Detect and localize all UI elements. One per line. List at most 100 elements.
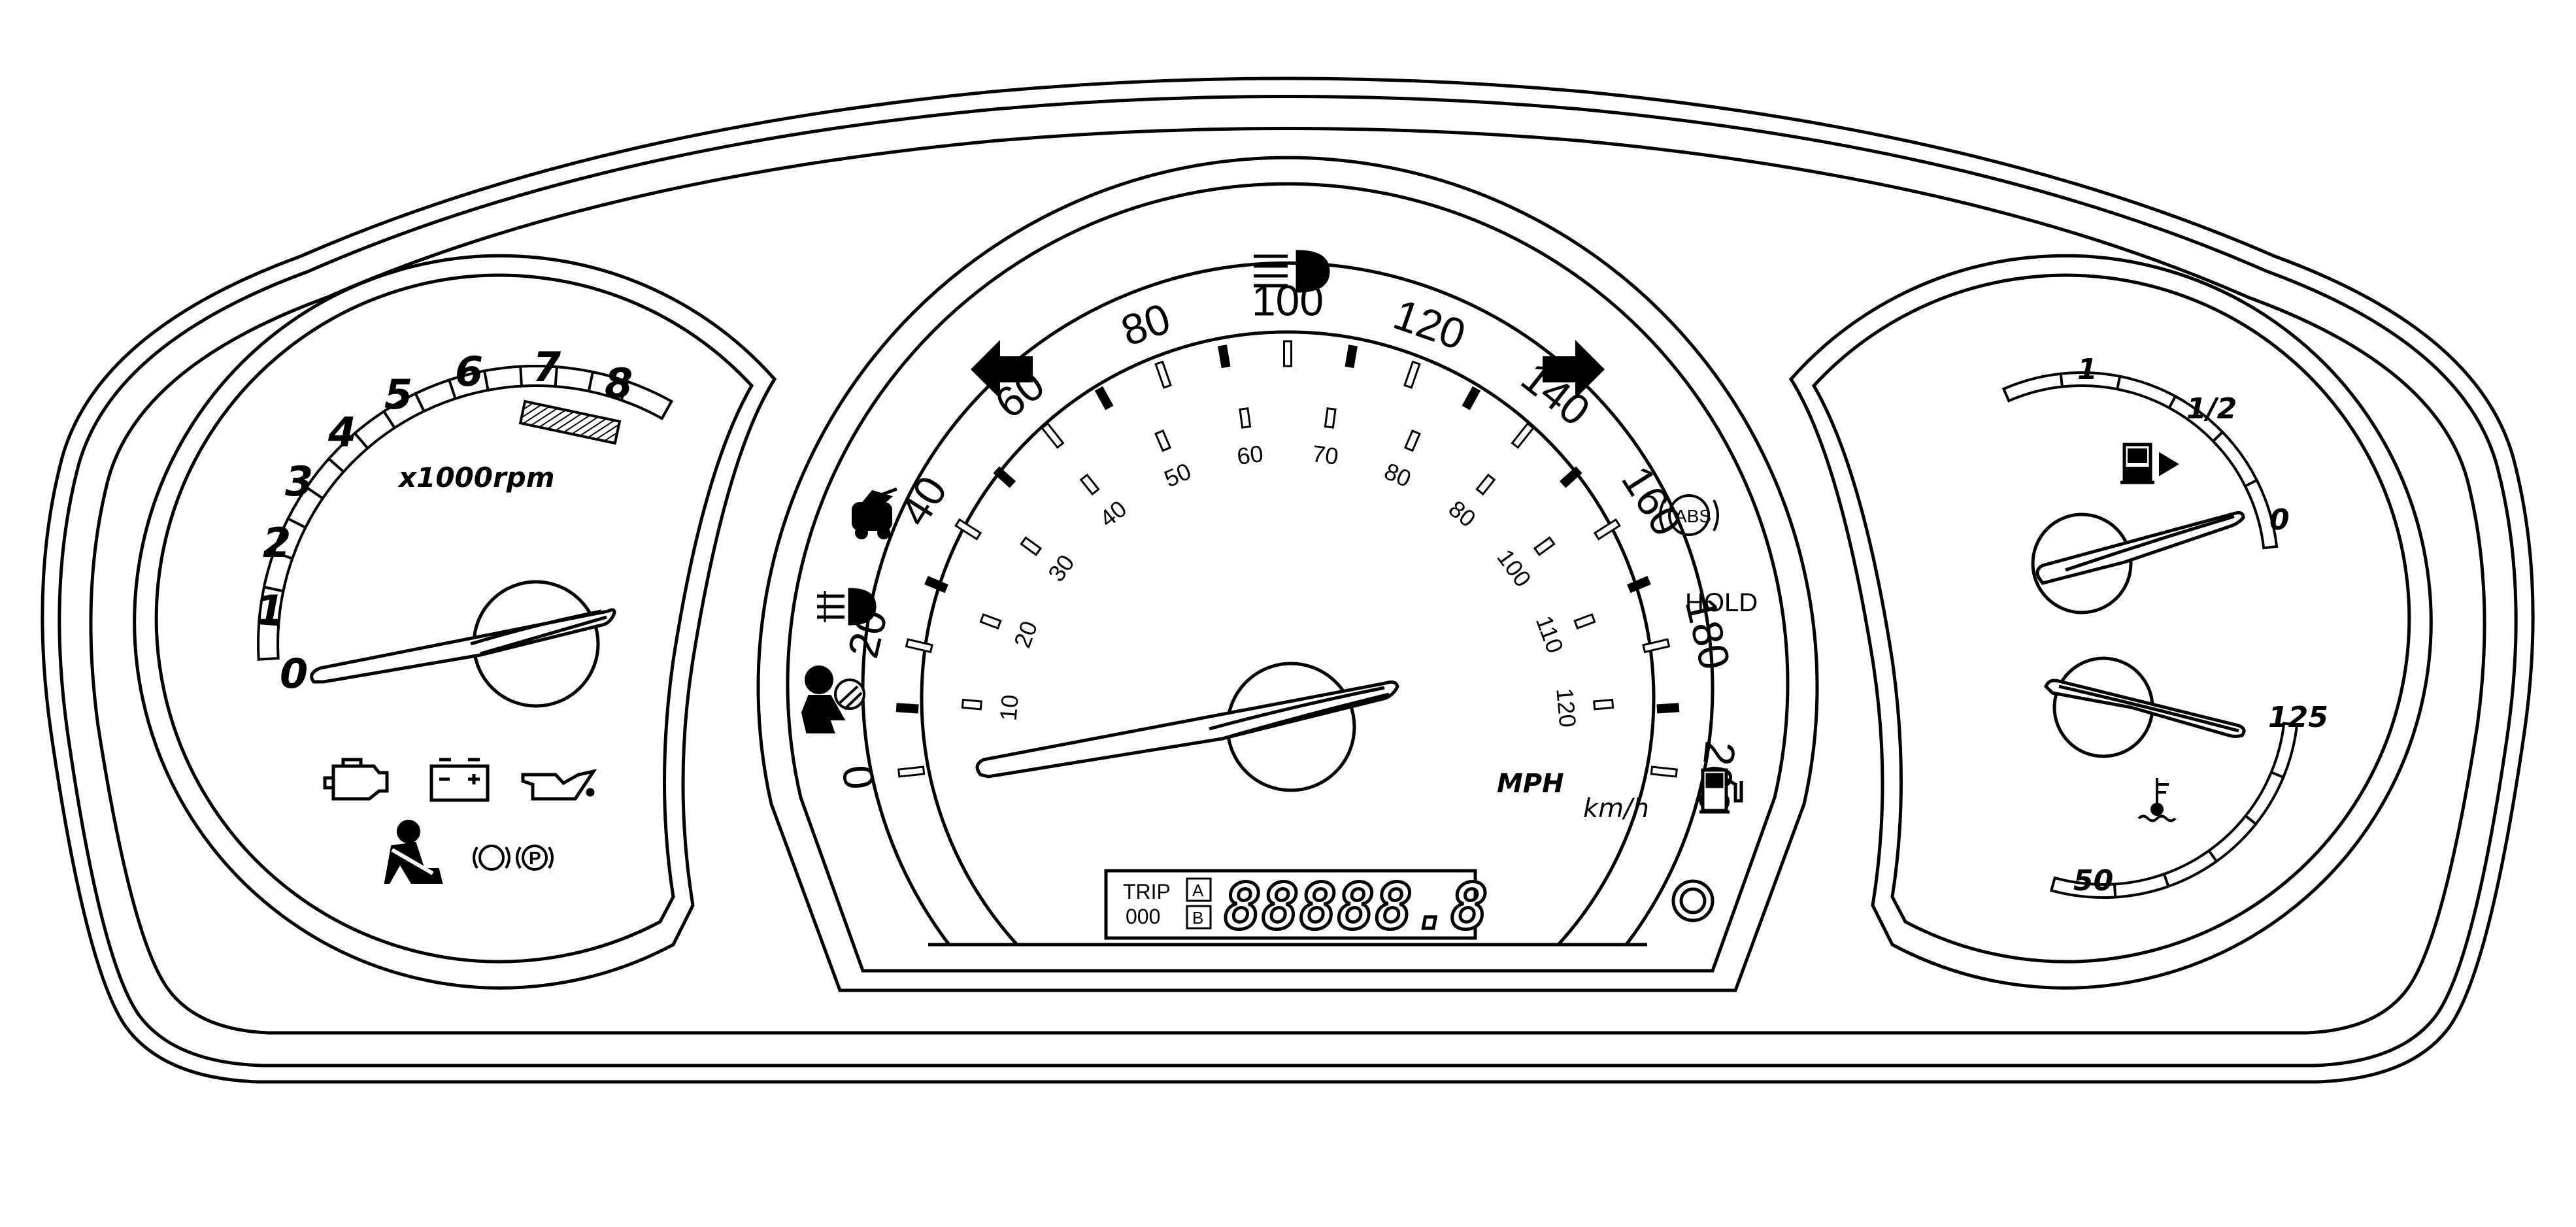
speedo-needle bbox=[975, 662, 1399, 792]
tach-needle bbox=[310, 580, 616, 708]
door-ajar-icon bbox=[852, 487, 897, 539]
tach-redline-zone bbox=[518, 399, 622, 445]
fuel-empty-label: 0 bbox=[2269, 503, 2290, 537]
fuel-needle bbox=[2031, 511, 2245, 614]
tach-label-2: 2 bbox=[263, 519, 291, 567]
low-fuel-icon bbox=[1699, 768, 1743, 814]
reset-knob-icon[interactable] bbox=[1671, 879, 1715, 922]
speedo-kmh-tick bbox=[1324, 407, 1337, 429]
speedo-mph-label: 40 bbox=[890, 467, 956, 534]
speedo-kmh-label: 20 bbox=[1009, 618, 1043, 652]
speedo-kmh-label: 100 bbox=[1492, 545, 1536, 592]
speedo-kmh-label: 40 bbox=[1094, 495, 1131, 532]
speedo-minor-tick bbox=[1656, 703, 1680, 714]
speedo-kmh-label: 50 bbox=[1160, 458, 1195, 492]
housing-outline-middle bbox=[58, 95, 2518, 1067]
turn-left-icon bbox=[971, 340, 1033, 399]
speedo-minor-tick bbox=[1094, 386, 1114, 411]
oil-pressure-icon bbox=[521, 769, 597, 801]
speedo-pointer-tail bbox=[1209, 686, 1390, 741]
right-gauges-pod bbox=[1788, 254, 2433, 990]
speedo-kmh-label: 80 bbox=[1444, 495, 1481, 532]
temp-high-label: 125 bbox=[2268, 701, 2328, 734]
tach-pointer-tail bbox=[470, 609, 607, 656]
seatbelt-icon bbox=[384, 820, 443, 884]
fuel-half-label: 1/2 bbox=[2186, 392, 2237, 426]
speedo-major-tick bbox=[1642, 638, 1671, 654]
temp-needle bbox=[2044, 656, 2246, 758]
airbag-icon bbox=[801, 665, 865, 733]
speedo-major-tick bbox=[1403, 360, 1421, 389]
turn-right-icon bbox=[1543, 340, 1605, 399]
tach-pointer bbox=[310, 608, 616, 684]
fuel-pump-icon bbox=[2120, 443, 2179, 484]
speedo-kmh-tick bbox=[1573, 613, 1596, 630]
tach-scale-segment bbox=[620, 380, 674, 420]
trip-a-box bbox=[1186, 877, 1212, 902]
abs-icon: ABS bbox=[1659, 494, 1719, 536]
speedo-minor-tick bbox=[1345, 345, 1358, 369]
housing-outline-outer bbox=[41, 76, 2535, 1084]
speedo-kmh-label: 30 bbox=[1043, 550, 1080, 586]
speedo-dial-inner-ring bbox=[920, 330, 1656, 946]
speedo-mph-label: 80 bbox=[1115, 294, 1177, 355]
hold-label: HOLD bbox=[1685, 588, 1758, 617]
tach-label-4: 4 bbox=[327, 409, 356, 456]
speedo-kmh-label: 70 bbox=[1311, 440, 1340, 470]
speedo-kmh-label: 80 bbox=[1380, 458, 1415, 492]
speedo-mph-label: 0 bbox=[833, 763, 883, 792]
high-beam-icon bbox=[1254, 250, 1330, 293]
speedo-major-tick bbox=[1593, 518, 1621, 541]
speedo-major-tick bbox=[1041, 422, 1065, 449]
right-pod-inner bbox=[1811, 273, 2411, 964]
temp-pointer-tail bbox=[2058, 684, 2239, 733]
speedo-kmh-tick bbox=[1403, 429, 1421, 452]
speedo-kmh-tick bbox=[1239, 407, 1252, 429]
fuel-full-label: 1 bbox=[2077, 353, 2098, 386]
tach-label-5: 5 bbox=[384, 371, 412, 418]
speedo-major-tick bbox=[905, 638, 933, 654]
speedo-kmh-tick bbox=[1154, 429, 1172, 452]
speedo-major-tick bbox=[1154, 360, 1172, 389]
speedo-minor-tick bbox=[1218, 345, 1231, 369]
tachometer-pod bbox=[133, 254, 777, 990]
fuel-scale-segment bbox=[2243, 478, 2279, 550]
speedo-kmh-tick bbox=[1475, 473, 1496, 496]
speedo-minor-tick bbox=[895, 703, 919, 714]
temp-scale-segment bbox=[2049, 876, 2117, 899]
tach-label-3: 3 bbox=[285, 458, 313, 505]
speedo-minor-tick bbox=[1559, 466, 1582, 488]
odometer-frame bbox=[1104, 869, 1477, 940]
temp-scale bbox=[2049, 722, 2299, 899]
battery-icon bbox=[429, 758, 490, 802]
speedo-pointer bbox=[975, 680, 1399, 779]
tach-scale bbox=[257, 365, 674, 661]
fog-light-icon bbox=[817, 588, 877, 626]
hood-inner bbox=[786, 182, 1790, 973]
housing-outline-inner bbox=[89, 127, 2486, 1035]
temp-low-label: 50 bbox=[2073, 864, 2113, 898]
cluster-housing bbox=[41, 76, 2535, 1084]
speedo-major-tick bbox=[954, 518, 982, 541]
kmh-unit-label: km/h bbox=[1583, 794, 1649, 824]
speedo-minor-tick bbox=[993, 466, 1016, 488]
parking-brake-icon: P bbox=[516, 845, 554, 871]
right-pod-outer bbox=[1788, 254, 2433, 990]
tach-label-1: 1 bbox=[256, 586, 284, 634]
brake-warning-icon bbox=[473, 845, 510, 871]
speedo-kmh-tick bbox=[961, 698, 982, 711]
speedo-kmh-tick bbox=[1593, 698, 1614, 711]
trip-b-label: B bbox=[1192, 908, 1203, 928]
speedo-kmh-label: 110 bbox=[1531, 612, 1569, 656]
fuel-scale bbox=[2001, 371, 2279, 550]
speedo-major-tick bbox=[1283, 340, 1292, 367]
tach-pod-outer bbox=[133, 254, 777, 990]
speedo-minor-tick bbox=[1627, 576, 1651, 594]
check-engine-icon bbox=[323, 758, 389, 801]
odometer-digits: 88888.8 bbox=[1224, 870, 1488, 943]
abs-label: ABS bbox=[1675, 506, 1711, 526]
tach-label-7: 7 bbox=[533, 343, 561, 391]
tach-label-0: 0 bbox=[280, 650, 308, 698]
